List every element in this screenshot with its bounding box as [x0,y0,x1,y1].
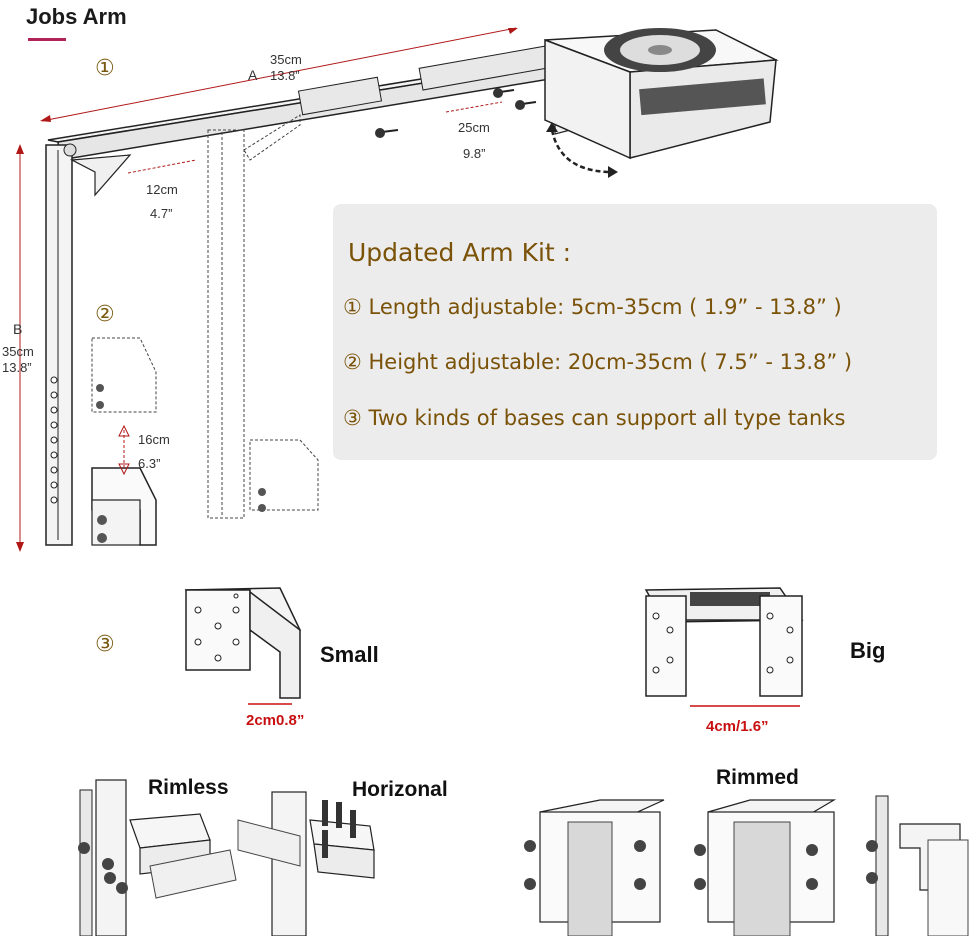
bases-illustration [184,587,804,707]
dim-extend-cm: 25cm [458,120,490,135]
arm-illustration [16,27,779,552]
mount-horizonal-label: Horizonal [352,778,448,801]
kit-title: Updated Arm Kit : [348,238,572,267]
base-big-label: Big [850,638,886,663]
title-underline [28,38,66,41]
kit-item-bases: ③ Two kinds of bases can support all typ… [343,406,846,430]
base-small-label: Small [320,642,379,667]
marker-three: ③ [95,632,115,657]
dim-height-in: 13.8” [2,360,32,375]
kit-item-height: ② Height adjustable: 20cm-35cm ( 7.5” - … [343,350,853,374]
dim-length-cm: 35cm [270,52,302,67]
base-big-size: 4cm/1.6” [706,718,769,735]
mount-rimless-label: Rimless [148,776,229,799]
kit-info-panel [333,204,937,460]
mounting-illustrations [78,779,969,936]
dim-base-cm: 16cm [138,432,170,447]
dim-base-in: 6.3” [138,456,161,471]
mount-rimmed-label: Rimmed [716,766,799,789]
page-title: Jobs Arm [26,4,127,29]
dim-height-cm: 35cm [2,344,34,359]
dim-length-in: 13.8” [270,68,300,83]
dim-slide-in: 4.7” [150,206,173,221]
dim-slide-cm: 12cm [146,182,178,197]
base-small-size: 2cm0.8” [246,712,305,729]
marker-one: ① [95,56,115,81]
dim-extend-in: 9.8” [463,146,486,161]
marker-two: ② [95,302,115,327]
dim-label-b: B [13,321,23,337]
kit-item-length: ① Length adjustable: 5cm-35cm ( 1.9” - 1… [343,295,842,319]
dim-label-a: A [248,67,258,83]
